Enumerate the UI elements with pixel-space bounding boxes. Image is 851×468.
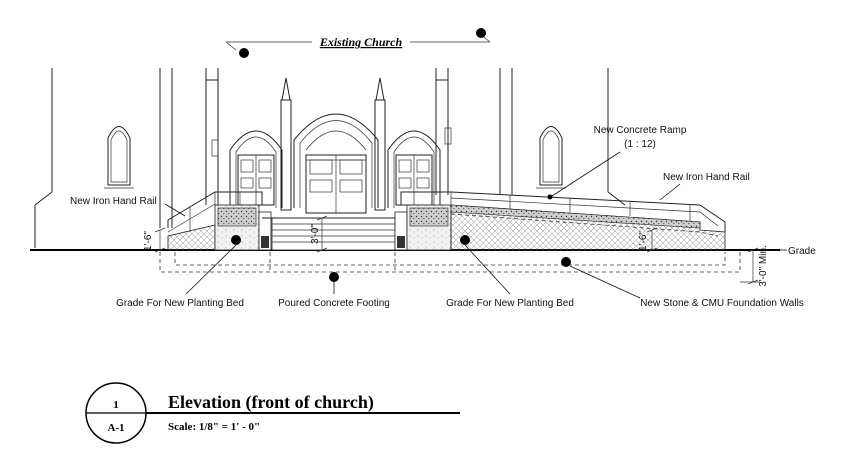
left-hand-rail (167, 191, 263, 233)
dimension-left-wall: 1'-6" (143, 227, 166, 253)
right-spire (375, 77, 385, 101)
drawing-title: Elevation (front of church) (168, 392, 374, 413)
dimension-steps: 3'-0" (310, 215, 328, 253)
callout-rail-right: New Iron Hand Rail (659, 172, 750, 201)
callout-dot (476, 28, 486, 38)
left-window (107, 126, 131, 186)
sheet-number: A-1 (107, 422, 124, 434)
callout-grade: Grade (772, 246, 816, 257)
left-planter (167, 204, 272, 251)
detail-number: 1 (113, 399, 119, 411)
ramp-slope-label: (1 : 12) (624, 139, 656, 150)
dim-steps-text: 3'-0" (310, 224, 321, 244)
existing-church-label: Existing Church (319, 35, 403, 49)
existing-church-heading: Existing Church (225, 28, 491, 58)
callout-foundation: New Stone & CMU Foundation Walls (561, 257, 804, 309)
drawing-scale: Scale: 1/8" = 1' - 0" (168, 421, 260, 433)
callout-planting-left: Grade For New Planting Bed (116, 235, 244, 309)
foundation-label: New Stone & CMU Foundation Walls (640, 298, 804, 309)
grade-label: Grade (788, 246, 816, 257)
callout-planting-right: Grade For New Planting Bed (446, 235, 574, 309)
left-spire (281, 77, 291, 101)
planting-right-label: Grade For New Planting Bed (446, 298, 574, 309)
title-block: 1 A-1 Elevation (front of church) Scale:… (85, 382, 460, 444)
footing-outline (159, 252, 741, 273)
dim-footing-depth-text: 3'-0" Min. (758, 245, 769, 287)
callout-ramp: New Concrete Ramp (1 : 12) (547, 125, 687, 200)
right-planter-and-ramp (394, 204, 726, 251)
callout-rail-left: New Iron Hand Rail (70, 196, 186, 217)
planting-left-label: Grade For New Planting Bed (116, 298, 244, 309)
dimension-right-wall: 1'-6" (638, 227, 658, 253)
callout-dot (239, 48, 249, 58)
dimension-footing-depth: 3'-0" Min. (740, 245, 769, 287)
front-steps (262, 217, 405, 251)
rail-right-label: New Iron Hand Rail (663, 172, 750, 183)
dim-right-wall-text: 1'-6" (638, 231, 649, 251)
footing-label: Poured Concrete Footing (278, 298, 390, 309)
ramp-label: New Concrete Ramp (594, 125, 687, 136)
church-facade (34, 68, 626, 248)
callout-footing: Poured Concrete Footing (278, 272, 390, 309)
right-window (539, 126, 563, 186)
rail-left-label: New Iron Hand Rail (70, 196, 157, 207)
wall-lamp (211, 139, 219, 157)
dim-left-wall-text: 1'-6" (143, 231, 154, 251)
right-hand-rail (400, 191, 726, 232)
